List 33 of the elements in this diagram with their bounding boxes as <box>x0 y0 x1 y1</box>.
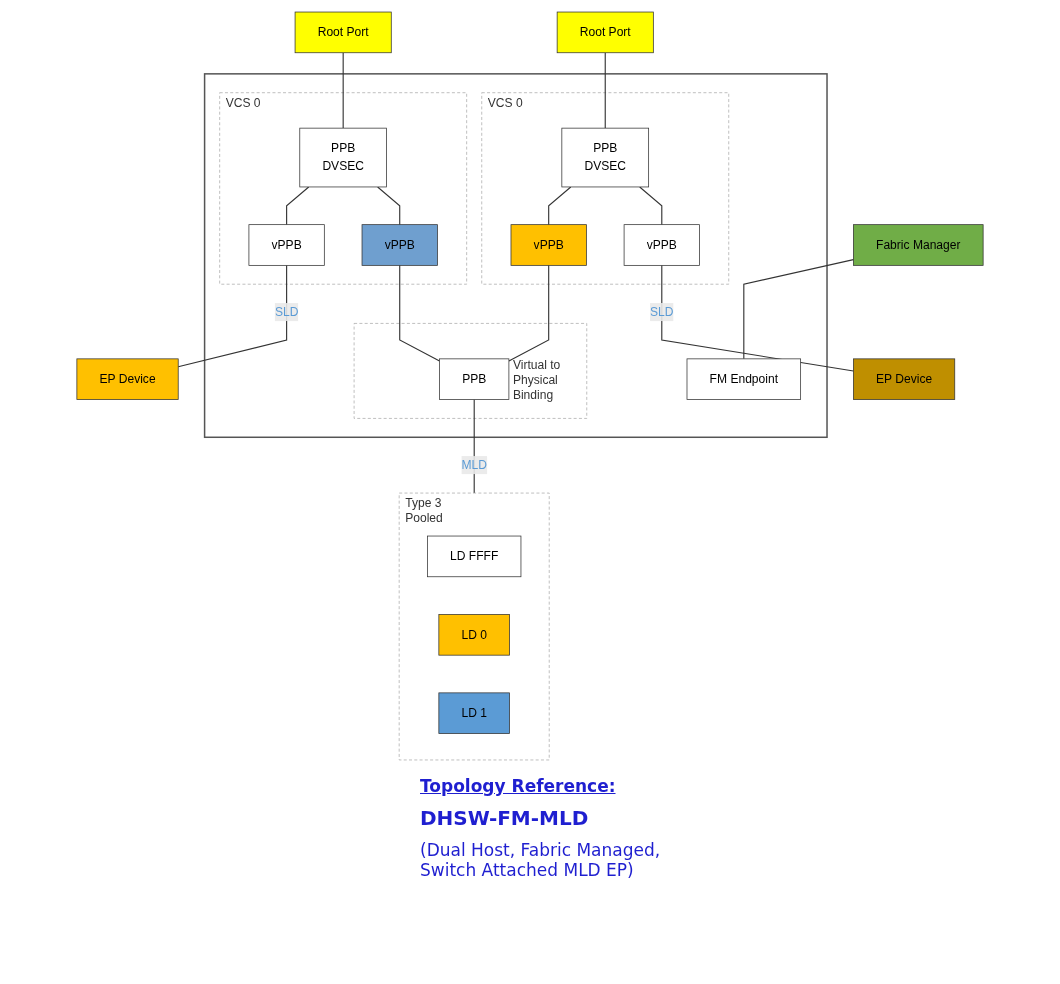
connector <box>604 52 606 129</box>
node-box: vPPB <box>248 224 325 266</box>
node-box: vPPB <box>361 224 438 266</box>
node-box: FM Endpoint <box>686 358 801 400</box>
topology-name: DHSW-FM-MLD <box>420 806 590 830</box>
edge-label: MLD <box>461 458 487 472</box>
connector <box>743 259 854 360</box>
node-box: PPB DVSEC <box>299 127 387 188</box>
connector <box>377 186 401 226</box>
node-box: EP Device <box>76 358 179 400</box>
connector <box>177 264 288 368</box>
node-box: PPB DVSEC <box>561 127 649 188</box>
node-box: Root Port <box>294 11 392 54</box>
connector <box>342 52 344 129</box>
connector <box>548 186 572 226</box>
heading-text: Topology Reference: <box>420 776 617 796</box>
connector <box>286 186 310 226</box>
node-box: EP Device <box>853 358 956 400</box>
edge-label: SLD <box>274 305 299 319</box>
node-box: vPPB <box>623 224 700 266</box>
description-text: (Dual Host, Fabric Managed, Switch Attached MLD EP) <box>420 840 662 880</box>
node-box: LD 0 <box>438 614 510 656</box>
node-box: LD 1 <box>438 692 510 734</box>
node-box: Fabric Manager <box>853 224 984 266</box>
node-box: Root Port <box>556 11 654 54</box>
connector <box>508 264 550 362</box>
connector <box>399 264 441 362</box>
node-box: vPPB <box>510 224 587 266</box>
node-box: LD FFFF <box>427 535 522 578</box>
edge-label: SLD <box>650 305 674 319</box>
node-box: PPB <box>439 358 510 400</box>
connector <box>661 264 854 372</box>
connector <box>639 186 663 226</box>
